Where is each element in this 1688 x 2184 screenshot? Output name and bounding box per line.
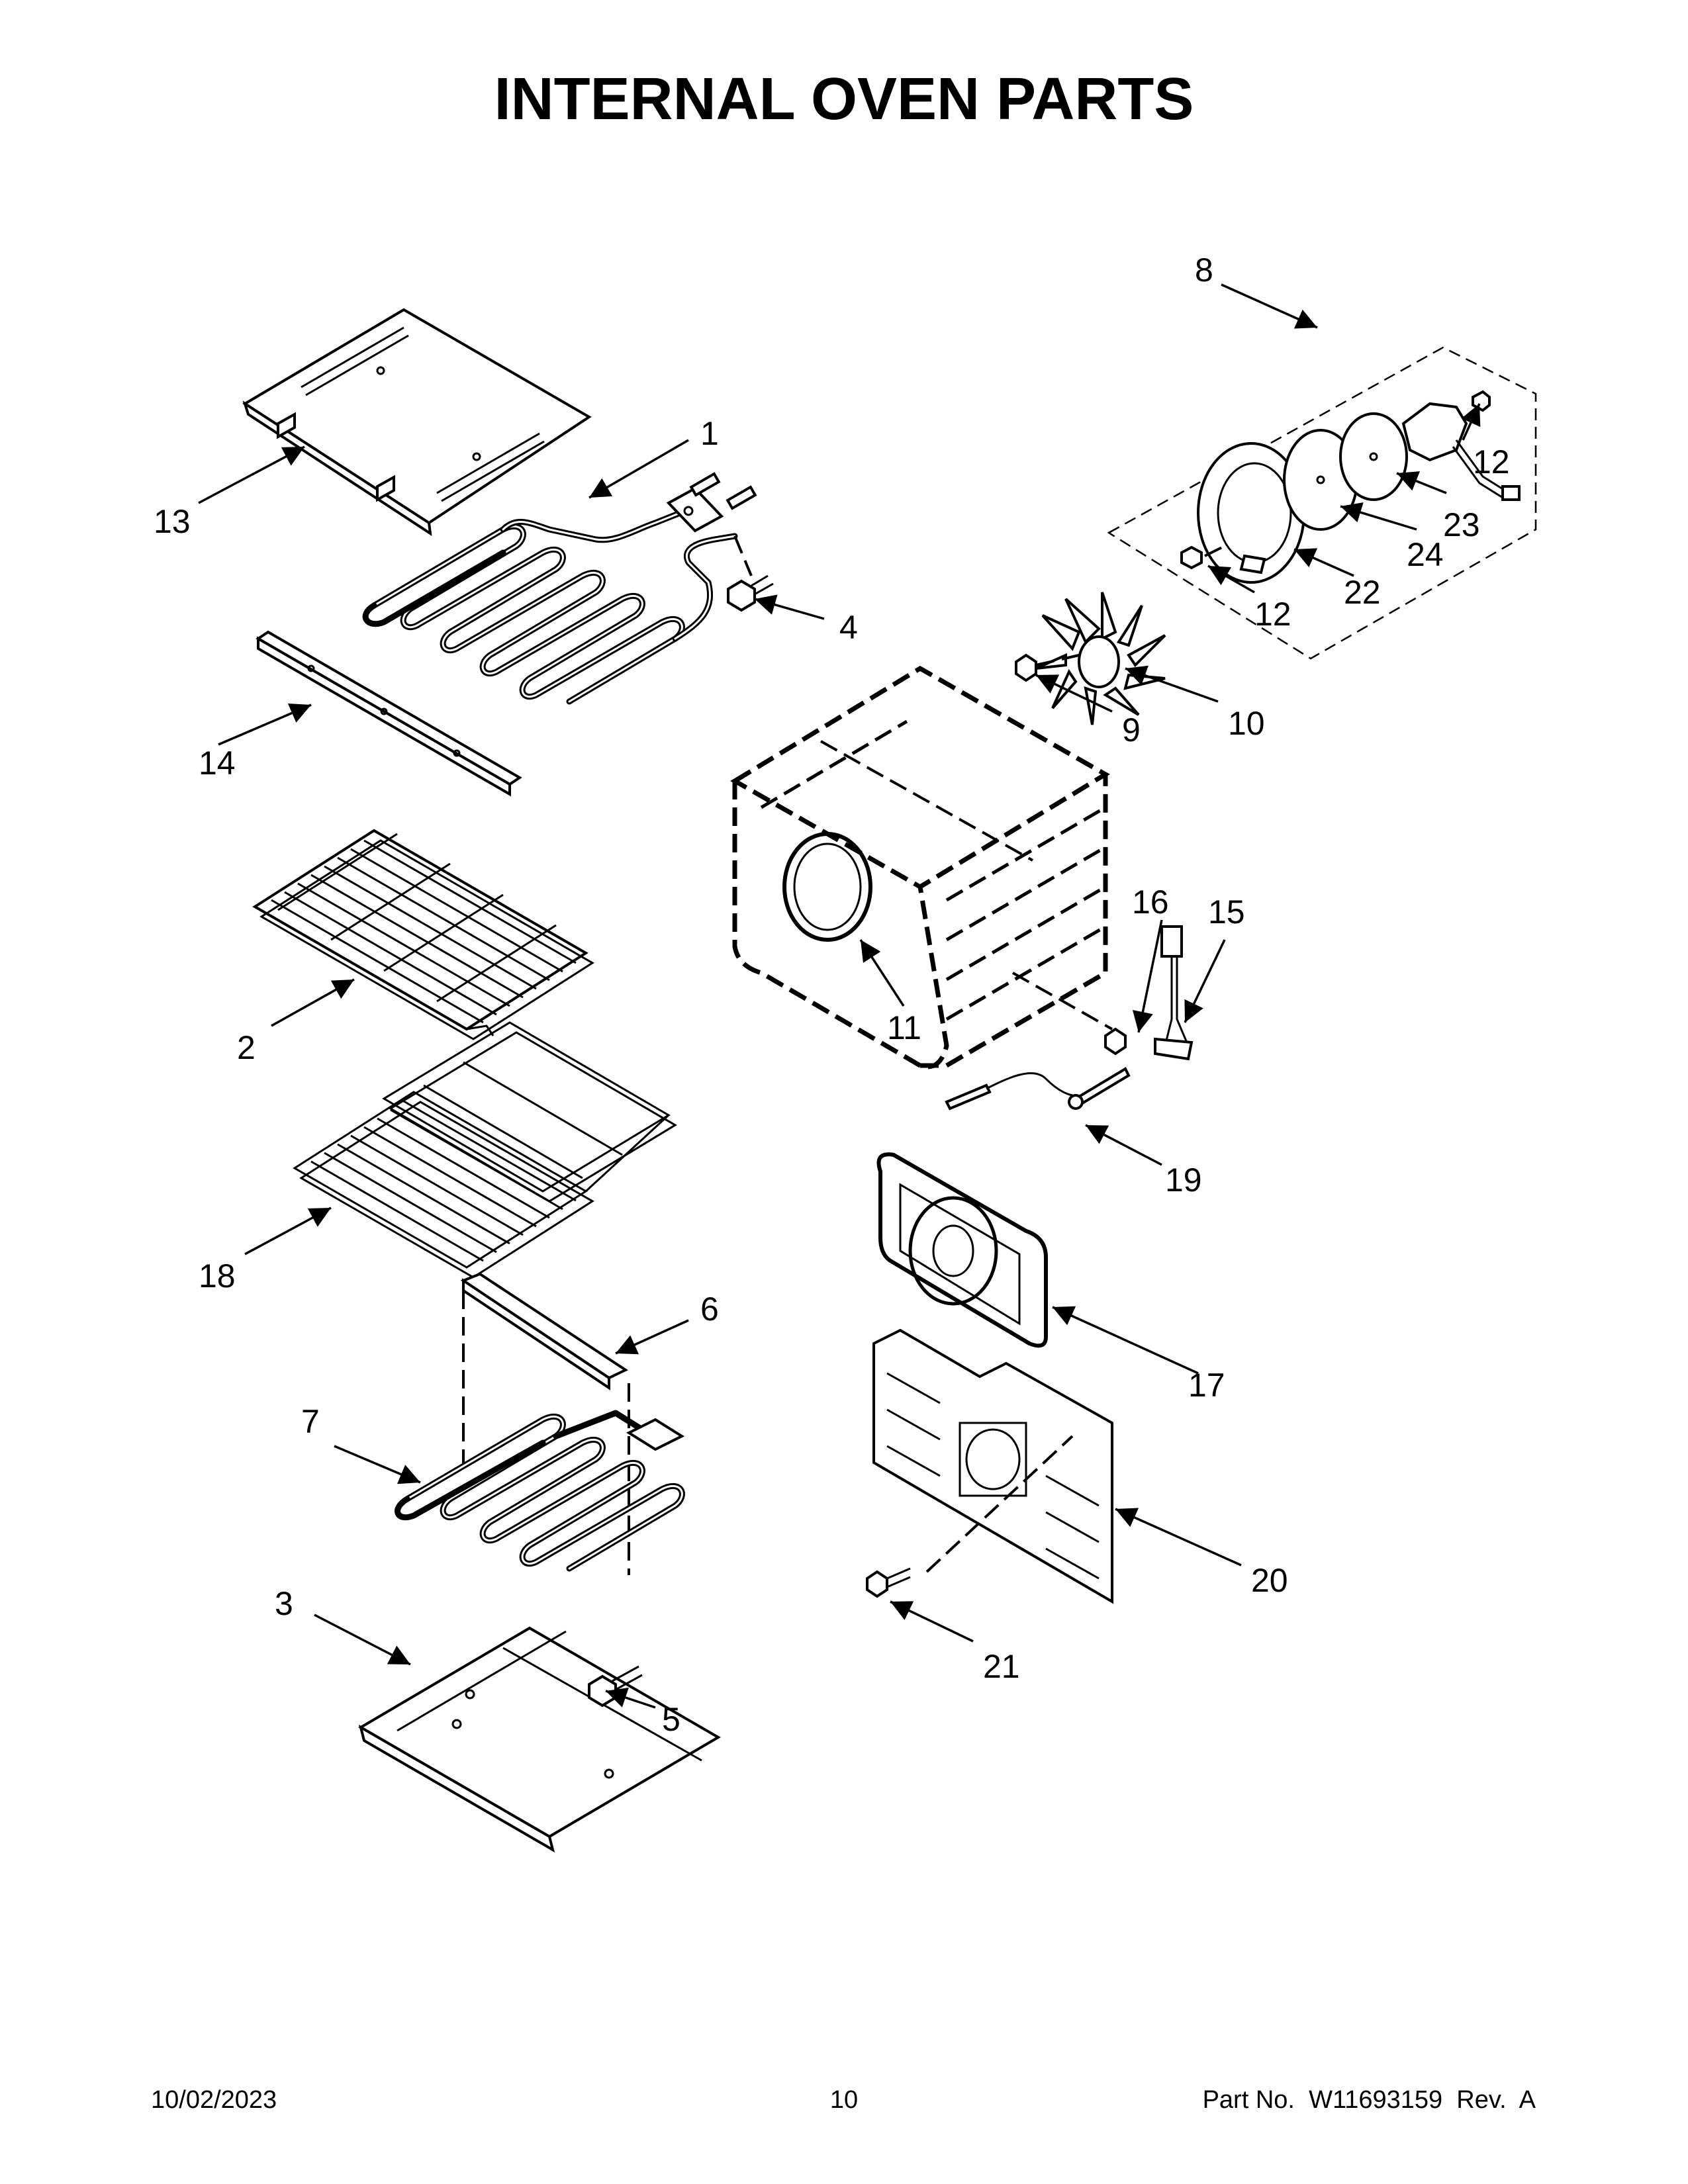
part-6-panel <box>460 1272 630 1575</box>
callout-19: 19 <box>1165 1161 1202 1199</box>
part-15-sensor <box>1154 925 1194 1061</box>
callout-12a: 12 <box>1473 443 1510 480</box>
callout-13: 13 <box>154 503 191 540</box>
part-2-oven-rack <box>252 829 594 1040</box>
part-9-nut <box>1015 653 1080 682</box>
callout-3: 3 <box>275 1585 293 1622</box>
callout-23: 23 <box>1443 506 1480 543</box>
callout-9: 9 <box>1122 711 1141 749</box>
callout-1: 1 <box>700 415 719 452</box>
part-19-probe <box>945 1067 1131 1111</box>
part-16-nut <box>1104 1027 1127 1056</box>
callout-8: 8 <box>1195 251 1213 289</box>
footer-page-number: 10 <box>830 2086 858 2114</box>
callout-17: 17 <box>1188 1367 1225 1404</box>
callout-4: 4 <box>839 609 858 646</box>
callout-5: 5 <box>662 1701 680 1738</box>
callout-11: 11 <box>887 1009 921 1046</box>
callout-10: 10 <box>1228 705 1265 742</box>
callout-12b: 12 <box>1254 596 1291 633</box>
part-7-bake-element <box>395 1410 685 1572</box>
callout-18: 18 <box>199 1257 236 1295</box>
part-1-broil-element <box>362 472 757 705</box>
part-11-oven-cavity <box>730 665 1113 1069</box>
callout-21: 21 <box>983 1648 1020 1685</box>
callout-20: 20 <box>1251 1562 1288 1599</box>
callout-14: 14 <box>199 745 236 782</box>
part-8-convection-kit <box>1107 346 1537 660</box>
part-3-bottom-panel <box>358 1626 721 1853</box>
footer-date: 10/02/2023 <box>151 2086 277 2114</box>
callout-22: 22 <box>1344 574 1381 611</box>
footer-part-number: Part No. W11693159 Rev. A <box>1203 2086 1536 2114</box>
callout-24: 24 <box>1407 536 1444 573</box>
part-13-top-panel <box>242 308 592 537</box>
part-18-sliding-rack <box>293 1021 677 1279</box>
part-21-screw <box>866 1567 911 1598</box>
part-20-rear-baffle <box>872 1328 1113 1604</box>
leader-lines <box>198 283 1481 1709</box>
callout-labels: 1 13 4 8 12 12 22 24 23 10 9 14 11 16 15… <box>154 251 1510 1738</box>
callout-2: 2 <box>237 1029 256 1066</box>
callout-15: 15 <box>1208 893 1245 931</box>
callout-6: 6 <box>700 1291 719 1328</box>
page-title: INTERNAL OVEN PARTS <box>494 66 1194 132</box>
part-17-convection-cover <box>876 1152 1048 1348</box>
callout-16: 16 <box>1132 884 1169 921</box>
callout-7: 7 <box>301 1403 320 1440</box>
part-14-bracket <box>256 630 522 797</box>
part-4-screw <box>727 574 774 612</box>
